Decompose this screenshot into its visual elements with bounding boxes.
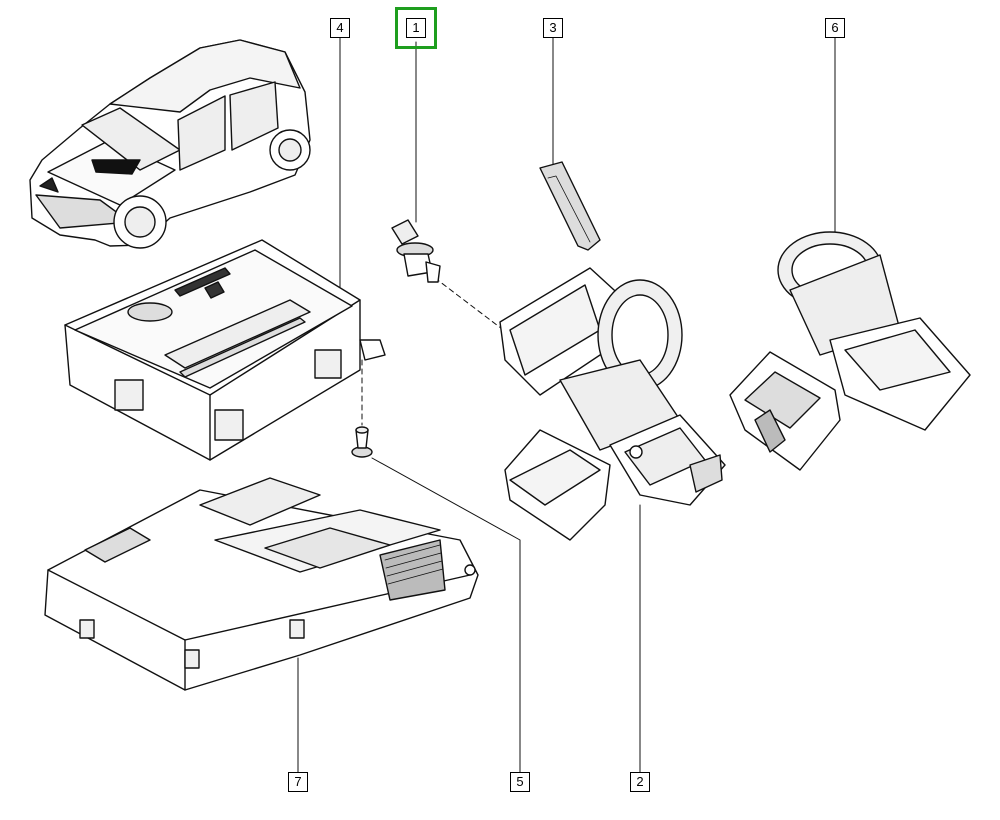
callout-4[interactable]: 4 (330, 18, 350, 38)
callout-7[interactable]: 7 (288, 772, 308, 792)
callout-2[interactable]: 2 (630, 772, 650, 792)
callout-3[interactable]: 3 (543, 18, 563, 38)
vehicle-illustration (29, 39, 311, 249)
bulb-part (391, 219, 441, 283)
callout-6[interactable]: 6 (825, 18, 845, 38)
lock-barrel-assembly (729, 231, 971, 471)
callout-1[interactable]: 1 (395, 7, 437, 49)
screw-part (351, 426, 373, 458)
ignition-lock-assembly (499, 267, 726, 541)
callout-5[interactable]: 5 (510, 772, 530, 792)
leader-lines (297, 37, 836, 775)
key-blade-part (539, 161, 601, 251)
control-unit-box (64, 239, 386, 461)
body-control-module (44, 477, 479, 691)
